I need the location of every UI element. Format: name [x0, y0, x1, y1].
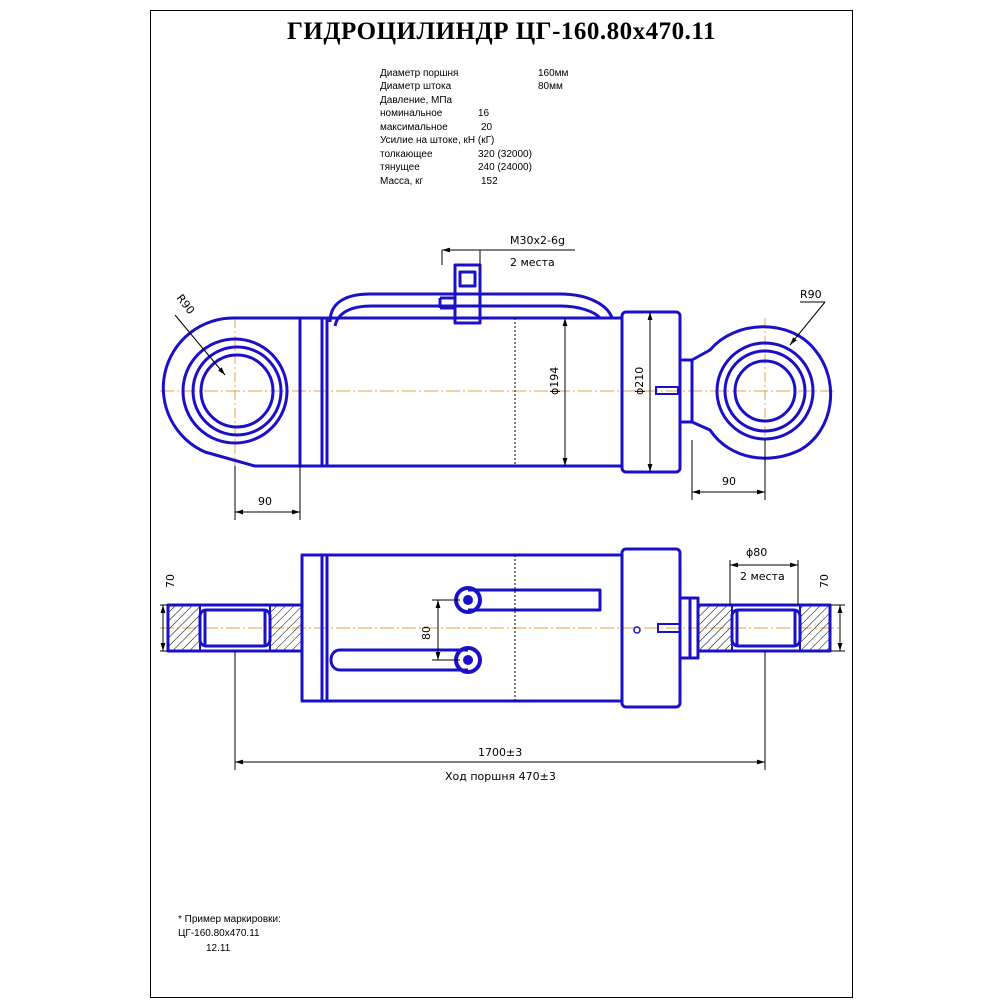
spec-value: 16 — [478, 108, 490, 119]
lower-pipe — [329, 648, 468, 672]
pipe-outer — [328, 292, 614, 323]
bore-qty-label: 2 места — [740, 570, 785, 583]
spec-label: максимальное — [380, 122, 448, 133]
left-section-hatch — [167, 604, 201, 652]
spec-value: 20 — [481, 122, 493, 133]
upper-pipe — [468, 588, 602, 612]
left-eye-bearing-inner — [199, 353, 275, 429]
right-radius-label: R90 — [800, 288, 822, 301]
left-width-label: 70 — [164, 574, 177, 588]
port-spacing-label: 80 — [420, 626, 433, 640]
right-section-hatch — [697, 604, 733, 652]
marking-note-heading: * Пример маркировки: — [178, 914, 281, 925]
port-fitting — [453, 263, 482, 325]
marking-note-line: 12.11 — [206, 943, 231, 954]
spec-label: тянущее — [380, 162, 420, 173]
body-diameter-label: ϕ194 — [548, 367, 561, 395]
rod-neck — [678, 358, 694, 424]
spec-label: Усилие на штоке, кН (кГ) — [380, 135, 495, 146]
top-view: М30х2-6g 2 места ϕ194 ϕ210 R90 R90 90 90 — [160, 234, 835, 520]
bore-diameter-label: ϕ80 — [746, 546, 767, 559]
right-width-label: 70 — [818, 574, 831, 588]
spec-value: 240 (24000) — [478, 162, 532, 173]
right-eye-bore — [715, 341, 815, 441]
cylinder-body — [298, 316, 624, 468]
spec-label: Диаметр штока — [380, 81, 452, 92]
drawing-title: ГИДРОЦИЛИНДР ЦГ-160.80х470.11 — [286, 18, 717, 45]
spec-value: 80мм — [538, 81, 563, 92]
spec-label: номинальное — [380, 108, 443, 119]
left-eye-bore — [181, 337, 289, 445]
flange-diameter-label: ϕ210 — [633, 367, 646, 395]
stroke-label: Ход поршня 470±3 — [445, 770, 556, 783]
overall-length-label: 1700±3 — [478, 746, 522, 759]
spec-label: Масса, кг — [380, 176, 424, 187]
spec-label: толкающее — [380, 149, 433, 160]
thread-qty-label: 2 места — [510, 256, 555, 269]
left-eye-bearing — [191, 345, 283, 437]
spec-value: 320 (32000) — [478, 149, 532, 160]
spec-label: Давление, МПа — [380, 95, 453, 106]
drawing-frame — [150, 10, 853, 998]
right-eye-outline — [691, 325, 833, 460]
pipe-inner — [333, 304, 602, 327]
left-eye-dim-label: 90 — [258, 495, 272, 508]
thread-label: М30х2-6g — [510, 234, 565, 247]
right-bearing — [730, 608, 802, 648]
left-bearing — [198, 608, 272, 648]
left-eye-outline — [161, 316, 300, 468]
spec-label: Диаметр поршня — [380, 68, 459, 79]
right-eye-section — [696, 603, 832, 653]
marking-note-line: ЦГ-160.80х470.11 — [178, 928, 260, 939]
spec-value: 160мм — [538, 68, 569, 79]
left-radius-label: R90 — [174, 292, 198, 317]
spec-value: 152 — [481, 176, 498, 187]
bottom-view: 80 70 70 ϕ80 2 места 1700±3 Ход поршня 4… — [160, 546, 845, 783]
cylinder-flange — [620, 310, 682, 474]
right-eye-dim-label: 90 — [722, 475, 736, 488]
